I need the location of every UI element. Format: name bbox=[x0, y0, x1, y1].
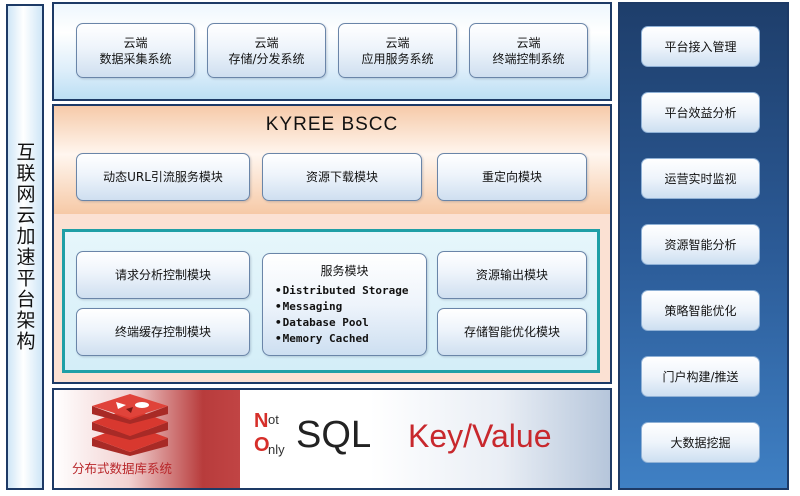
module-label: 请求分析控制模块 bbox=[114, 268, 211, 282]
nosql-logo-panel bbox=[240, 390, 370, 488]
platform-benefit-analysis[interactable]: 平台效益分析 bbox=[641, 92, 760, 133]
resource-output-module[interactable]: 资源输出模块 bbox=[437, 251, 587, 299]
management-item-label: 运营实时监视 bbox=[664, 172, 737, 186]
service-item: Database Pool bbox=[275, 315, 426, 331]
service-module-title: 服务模块 bbox=[320, 264, 369, 278]
platform-access-management[interactable]: 平台接入管理 bbox=[641, 26, 760, 67]
nosql-letter-o: O bbox=[254, 434, 270, 456]
module-label: 资源输出模块 bbox=[475, 268, 548, 282]
platform-title: 互联网云加速平台架构 bbox=[13, 142, 36, 352]
cloud-system-label: 云端 bbox=[123, 35, 148, 50]
bscc-title: KYREE BSCC bbox=[265, 114, 399, 135]
management-item-label: 平台效益分析 bbox=[664, 106, 737, 120]
key-value-logo-panel bbox=[370, 390, 610, 488]
dynamic-url-module[interactable]: 动态URL引流服务模块 bbox=[76, 153, 250, 201]
distributed-db-caption: 分布式数据库系统 bbox=[72, 461, 173, 476]
cloud-system-label: 云端 bbox=[516, 35, 541, 50]
terminal-cache-module[interactable]: 终端缓存控制模块 bbox=[76, 308, 250, 356]
service-item: Messaging bbox=[275, 299, 426, 315]
cloud-system-terminal-control[interactable]: 云端终端控制系统 bbox=[469, 23, 588, 78]
cloud-system-name: 应用服务系统 bbox=[361, 51, 434, 66]
service-item: Memory Cached bbox=[275, 331, 426, 347]
cloud-system-label: 云端 bbox=[254, 35, 279, 50]
left-title-bar: 互联网云加速平台架构 bbox=[6, 4, 44, 490]
service-module[interactable]: 服务模块 Distributed Storage Messaging Datab… bbox=[262, 253, 427, 356]
management-item-label: 平台接入管理 bbox=[664, 40, 737, 54]
service-module-list: Distributed Storage Messaging Database P… bbox=[275, 283, 426, 347]
request-analysis-module[interactable]: 请求分析控制模块 bbox=[76, 251, 250, 299]
service-item: Distributed Storage bbox=[275, 283, 426, 299]
module-label: 存储智能优化模块 bbox=[463, 325, 560, 339]
management-item-label: 资源智能分析 bbox=[664, 238, 737, 252]
storage-optimization-module[interactable]: 存储智能优化模块 bbox=[437, 308, 587, 356]
cloud-system-label: 云端 bbox=[385, 35, 410, 50]
module-label: 动态URL引流服务模块 bbox=[103, 170, 223, 184]
module-label: 资源下载模块 bbox=[305, 170, 378, 184]
cloud-system-data-collection[interactable]: 云端数据采集系统 bbox=[76, 23, 195, 78]
nosql-text-sql: SQL bbox=[296, 414, 373, 456]
cloud-system-application-service[interactable]: 云端应用服务系统 bbox=[338, 23, 457, 78]
strategy-optimization[interactable]: 策略智能优化 bbox=[641, 290, 760, 331]
cloud-system-name: 存储/分发系统 bbox=[228, 51, 305, 66]
module-label: 终端缓存控制模块 bbox=[114, 325, 211, 339]
resource-download-module[interactable]: 资源下载模块 bbox=[262, 153, 422, 201]
redis-cube-icon bbox=[92, 394, 168, 456]
cloud-system-name: 数据采集系统 bbox=[99, 51, 172, 66]
nosql-text-ot: ot bbox=[268, 412, 279, 427]
portal-build-push[interactable]: 门户构建/推送 bbox=[641, 356, 760, 397]
big-data-mining[interactable]: 大数据挖掘 bbox=[641, 422, 760, 463]
resource-intelligent-analysis[interactable]: 资源智能分析 bbox=[641, 224, 760, 265]
management-item-label: 策略智能优化 bbox=[664, 304, 737, 318]
nosql-letter-n: N bbox=[254, 410, 269, 432]
module-label: 重定向模块 bbox=[481, 170, 542, 184]
cloud-system-storage-distribution[interactable]: 云端存储/分发系统 bbox=[207, 23, 326, 78]
key-value-text: Key/Value bbox=[408, 418, 552, 454]
management-item-label: 大数据挖掘 bbox=[670, 436, 731, 450]
cloud-system-name: 终端控制系统 bbox=[492, 51, 565, 66]
nosql-text-nly: nly bbox=[268, 442, 285, 457]
management-item-label: 门户构建/推送 bbox=[662, 370, 739, 384]
redirect-module[interactable]: 重定向模块 bbox=[437, 153, 587, 201]
realtime-monitoring[interactable]: 运营实时监视 bbox=[641, 158, 760, 199]
